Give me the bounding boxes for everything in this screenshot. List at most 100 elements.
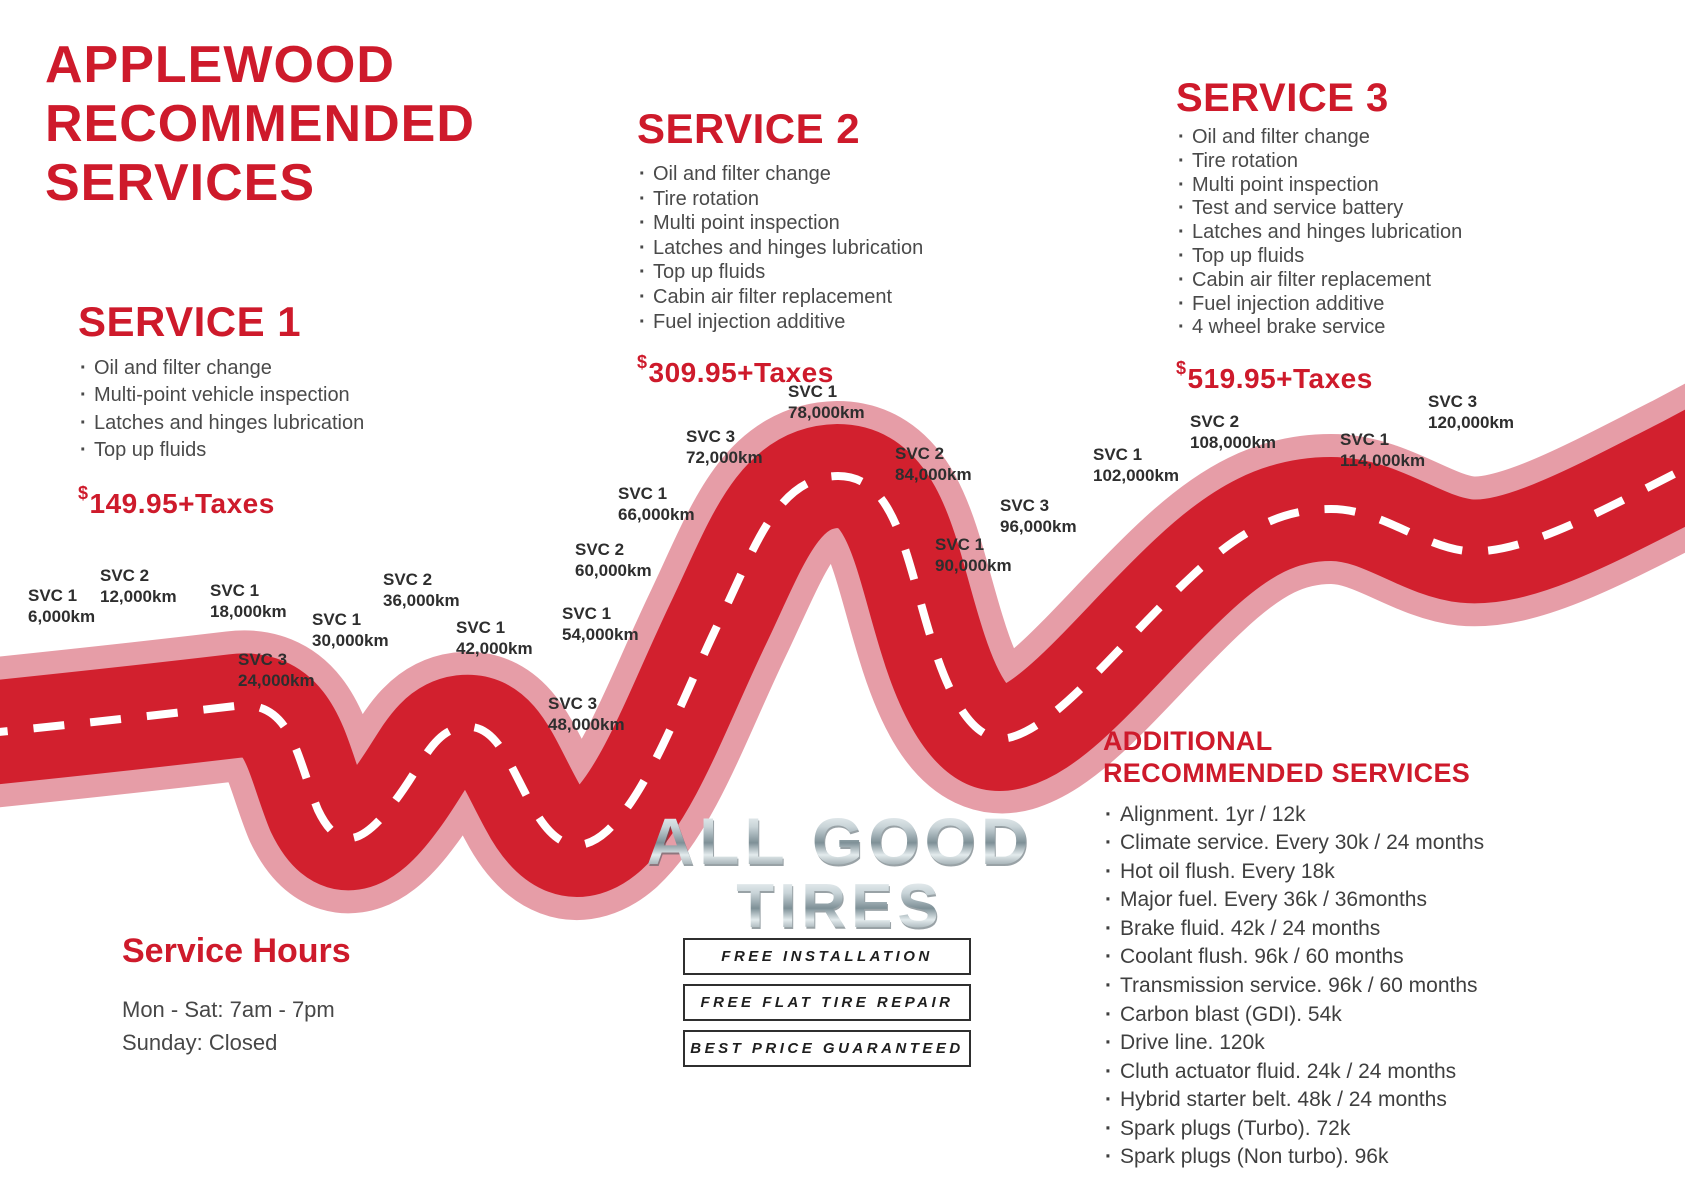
marker-service: SVC 2: [575, 540, 625, 559]
all-good-tires-logo: ALL GOOD TIRES: [625, 807, 1055, 938]
logo-line-2: TIRES: [625, 875, 1055, 938]
marker-km: 24,000km: [238, 670, 315, 690]
badge-best-price-guaranteed: BEST PRICE GUARANTEED: [683, 1030, 971, 1067]
service-hours-heading: Service Hours: [122, 932, 351, 970]
marker-service: SVC 1: [788, 382, 838, 401]
marker-service: SVC 2: [100, 566, 150, 585]
list-item: Hot oil flush. Every 18k: [1103, 858, 1523, 887]
marker-service: SVC 2: [1190, 412, 1240, 431]
marker-service: SVC 1: [1093, 445, 1143, 464]
marker-service: SVC 1: [210, 581, 260, 600]
service-1-heading: SERVICE 1: [78, 298, 302, 345]
promo-badges: FREE INSTALLATION FREE FLAT TIRE REPAIR …: [683, 938, 971, 1076]
list-item: Cluth actuator fluid. 24k / 24 months: [1103, 1058, 1523, 1087]
currency-symbol: $: [78, 482, 89, 503]
marker-km: 102,000km: [1093, 465, 1180, 485]
list-item: Fuel injection additive: [1176, 293, 1526, 317]
list-item: 4 wheel brake service: [1176, 316, 1526, 340]
service-hours-block: Service Hours Mon - Sat: 7am - 7pm Sunda…: [122, 932, 542, 1059]
list-item: Spark plugs (Non turbo). 96k: [1103, 1143, 1523, 1172]
list-item: Multi point inspection: [637, 211, 977, 236]
marker-service: SVC 1: [28, 586, 78, 605]
page-title: APPLEWOOD RECOMMENDED SERVICES: [45, 36, 475, 212]
marker-km: 30,000km: [312, 630, 389, 650]
marker-km: 72,000km: [686, 447, 763, 467]
marker-service: SVC 3: [1428, 392, 1478, 411]
list-item: Latches and hinges lubrication: [1176, 221, 1526, 245]
list-item: Brake fluid. 42k / 24 months: [1103, 915, 1523, 944]
service-2-list: Oil and filter change Tire rotation Mult…: [637, 162, 977, 334]
marker-km: 6,000km: [28, 606, 96, 626]
list-item: Climate service. Every 30k / 24 months: [1103, 829, 1523, 858]
marker-km: 120,000km: [1428, 412, 1515, 432]
marker-service: SVC 1: [1340, 430, 1390, 449]
marker-service: SVC 2: [383, 570, 433, 589]
marker-service: SVC 1: [935, 535, 985, 554]
price-text: 309.95+Taxes: [648, 357, 834, 389]
list-item: Coolant flush. 96k / 60 months: [1103, 943, 1523, 972]
service-3-heading: SERVICE 3: [1176, 76, 1389, 120]
service-3-block: SERVICE 3 Oil and filter change Tire rot…: [1176, 78, 1526, 395]
marker-km: 18,000km: [210, 601, 287, 621]
list-item: Latches and hinges lubrication: [637, 236, 977, 261]
list-item: Top up fluids: [637, 260, 977, 285]
marker-service: SVC 3: [238, 650, 288, 669]
marker-km: 66,000km: [618, 504, 695, 524]
marker-km: 12,000km: [100, 586, 177, 606]
list-item: Transmission service. 96k / 60 months: [1103, 972, 1523, 1001]
list-item: Oil and filter change: [637, 162, 977, 187]
list-item: Hybrid starter belt. 48k / 24 months: [1103, 1086, 1523, 1115]
logo-line-1: ALL GOOD: [625, 807, 1055, 875]
list-item: Multi-point vehicle inspection: [78, 382, 448, 409]
service-2-price: $309.95+Taxes: [637, 352, 977, 389]
marker-service: SVC 1: [562, 604, 612, 623]
marker-km: 108,000km: [1190, 432, 1277, 452]
marker-km: 54,000km: [562, 624, 639, 644]
service-1-block: SERVICE 1 Oil and filter change Multi-po…: [78, 301, 448, 520]
marker-km: 36,000km: [383, 590, 460, 610]
marker-service: SVC 3: [686, 427, 736, 446]
list-item: Spark plugs (Turbo). 72k: [1103, 1115, 1523, 1144]
additional-services-block: ADDITIONAL RECOMMENDED SERVICES Alignmen…: [1103, 726, 1523, 1172]
list-item: Cabin air filter replacement: [1176, 269, 1526, 293]
marker-service: SVC 3: [1000, 496, 1050, 515]
badge-free-installation: FREE INSTALLATION: [683, 938, 971, 975]
service-2-heading: SERVICE 2: [637, 105, 861, 152]
road-center-dashes: [0, 464, 1685, 849]
list-item: Drive line. 120k: [1103, 1029, 1523, 1058]
currency-symbol: $: [1176, 358, 1187, 379]
additional-services-heading: ADDITIONAL RECOMMENDED SERVICES: [1103, 726, 1471, 788]
marker-km: 90,000km: [935, 555, 1012, 575]
service-1-price: $149.95+Taxes: [78, 483, 448, 520]
marker-service: SVC 1: [312, 610, 362, 629]
marker-km: 84,000km: [895, 464, 972, 484]
marker-service: SVC 1: [618, 484, 668, 503]
hours-sunday: Sunday: Closed: [122, 1030, 278, 1055]
marker-km: 48,000km: [548, 714, 625, 734]
service-3-list: Oil and filter change Tire rotation Mult…: [1176, 126, 1526, 340]
marker-km: 42,000km: [456, 638, 533, 658]
list-item: Cabin air filter replacement: [637, 285, 977, 310]
list-item: Test and service battery: [1176, 197, 1526, 221]
service-hours-lines: Mon - Sat: 7am - 7pm Sunday: Closed: [122, 993, 542, 1059]
marker-km: 78,000km: [788, 402, 865, 422]
list-item: Oil and filter change: [1176, 126, 1526, 150]
